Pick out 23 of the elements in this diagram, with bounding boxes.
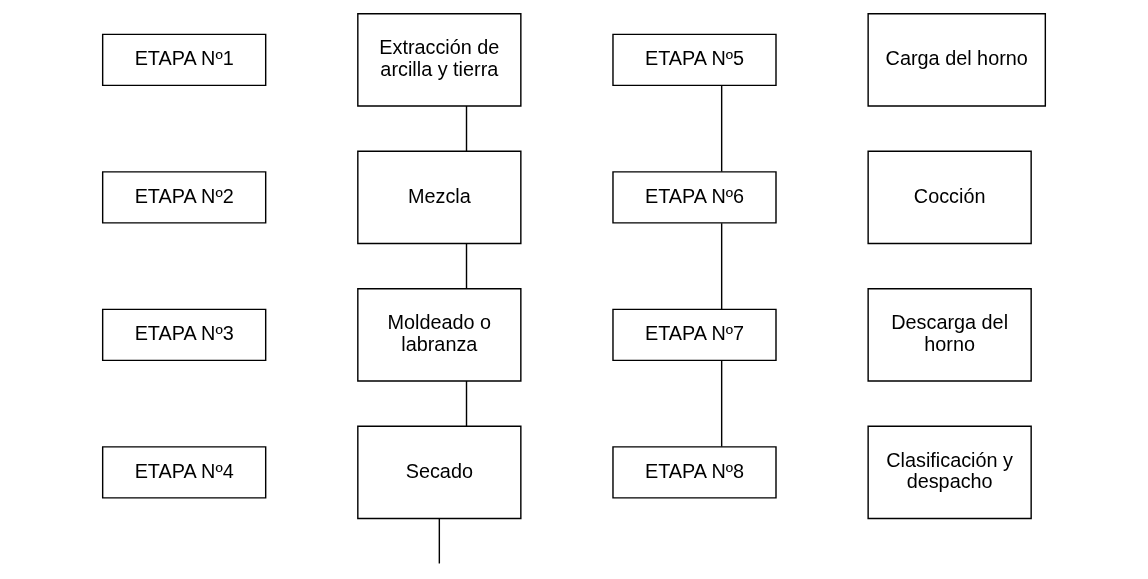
node-box: Secado	[357, 425, 522, 520]
node-box: Clasificación y despacho	[867, 425, 1032, 520]
node-box: Carga del horno	[867, 13, 1047, 107]
node-box: ETAPA Nº5	[612, 33, 777, 87]
connector	[720, 360, 723, 448]
connector	[438, 518, 441, 565]
connector	[720, 222, 723, 310]
node-box: Moldeado o labranza	[357, 288, 522, 382]
node-box: ETAPA Nº4	[101, 446, 267, 499]
connector	[720, 85, 723, 173]
node-box: ETAPA Nº1	[101, 33, 267, 87]
node-box: Extracción de arcilla y tierra	[357, 13, 522, 107]
node-box: Mezcla	[357, 150, 522, 245]
node-box: ETAPA Nº8	[612, 446, 777, 499]
node-box: ETAPA Nº3	[101, 308, 267, 362]
connector	[465, 242, 468, 290]
connector	[465, 105, 468, 152]
connector	[465, 380, 468, 427]
node-box: Cocción	[867, 150, 1032, 245]
node-box: ETAPA Nº7	[612, 308, 777, 362]
node-box: Descarga del horno	[867, 288, 1032, 382]
node-box: ETAPA Nº6	[612, 171, 777, 224]
node-box: ETAPA Nº2	[101, 171, 267, 224]
